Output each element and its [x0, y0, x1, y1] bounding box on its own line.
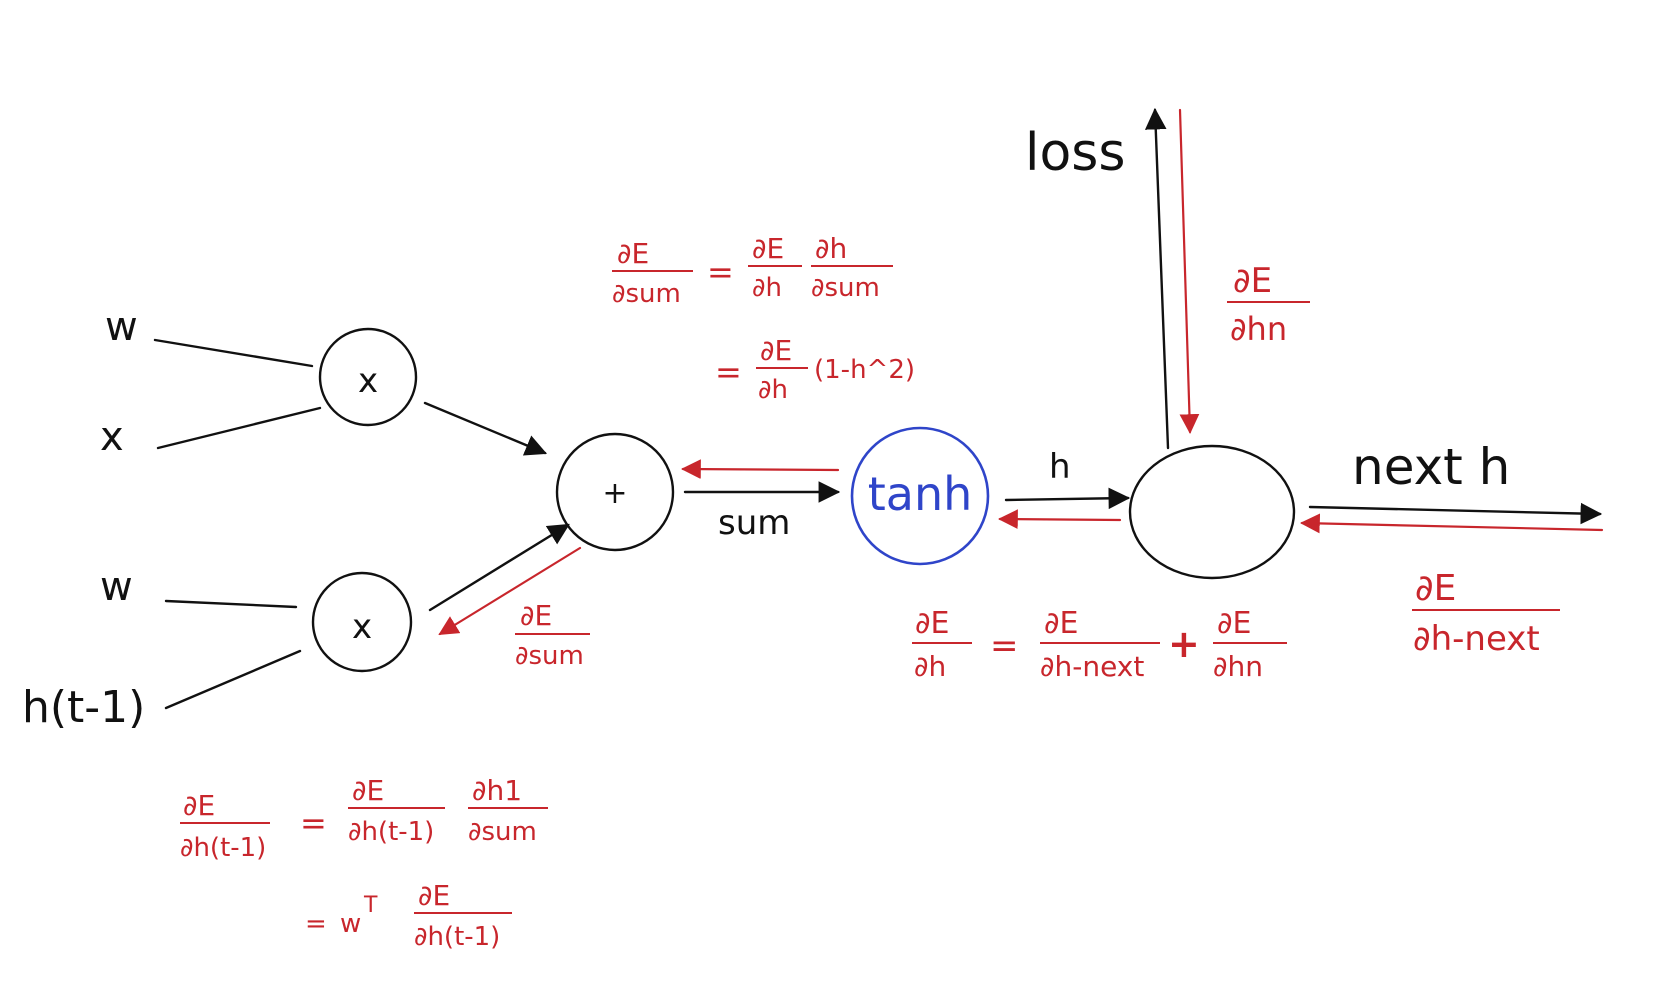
loss-label: loss [1025, 123, 1125, 183]
frac-den: ∂h-next [1413, 619, 1540, 659]
input-w-bottom: w [100, 564, 133, 610]
one-minus-h-squared: (1-h^2) [814, 355, 915, 385]
rhs2-num: ∂h [815, 232, 847, 265]
frac-num: ∂E [520, 599, 552, 632]
input-w-top: w [105, 304, 138, 350]
frac-num: ∂E [1233, 261, 1272, 301]
edge-w-to-mult-top [153, 338, 314, 368]
equals: = [990, 626, 1019, 666]
rhs1-den: ∂h [752, 273, 782, 303]
edge-label-h: h [1049, 447, 1071, 487]
rhs2-den: ∂sum [811, 273, 880, 303]
next-h-label: next h [1352, 438, 1510, 496]
rhs1-num: ∂E [752, 232, 784, 265]
rhs3-den: ∂h [758, 375, 788, 405]
grad-arrow-split-to-tanh [998, 509, 1122, 530]
lhs-num: ∂E [915, 606, 949, 641]
edge-split-to-loss [1144, 107, 1170, 450]
lhs-den: ∂sum [612, 279, 681, 309]
edge-w-to-mult-bottom [164, 599, 298, 609]
tanh-label: tanh [868, 467, 973, 521]
input-h-prev: h(t-1) [22, 682, 145, 733]
rhs1-num: ∂E [352, 774, 384, 807]
rhs1-den: ∂h(t-1) [348, 817, 434, 847]
edge-tanh-to-split [1004, 487, 1131, 510]
rhs1-num: ∂E [1044, 606, 1078, 641]
mult-top-symbol: x [358, 361, 378, 401]
add-node: + [555, 432, 675, 552]
equals-1: = [300, 804, 327, 842]
eq-dE-dsum: ∂E ∂sum = ∂E ∂h ∂h ∂sum = ∂E ∂h (1-h^2) [612, 232, 915, 405]
input-x: x [100, 414, 124, 460]
plus: + [1168, 622, 1200, 666]
edge-x-to-mult-top [156, 406, 322, 450]
rhs2-den: ∂sum [468, 817, 537, 847]
edge-mult-bottom-to-add [428, 523, 570, 612]
frac-den: ∂sum [515, 641, 584, 671]
rhs2-den: ∂hn [1213, 650, 1263, 683]
w-symbol: w [340, 909, 361, 939]
rhs1-den: ∂h-next [1040, 650, 1144, 683]
lhs-num: ∂E [617, 237, 649, 270]
rhs3-den: ∂h(t-1) [414, 922, 500, 952]
lhs-num: ∂E [183, 789, 215, 822]
mult-bottom-symbol: x [352, 607, 372, 647]
grad-arrow-loss-to-split [1178, 108, 1200, 434]
edge-hprev-to-mult-bottom [164, 649, 302, 710]
tanh-node: tanh [850, 426, 990, 566]
equals-2: = [305, 909, 327, 939]
edge-mult-top-to-add [423, 401, 547, 456]
frac-den: ∂hn [1230, 310, 1287, 348]
transpose-sup: T [363, 893, 378, 918]
rhs2-num: ∂h1 [472, 774, 522, 807]
rhs2-num: ∂E [1217, 606, 1251, 641]
edge-label-sum: sum [718, 503, 790, 543]
grad-arrow-next-h-to-split [1300, 513, 1604, 534]
rhs3-num: ∂E [760, 334, 792, 367]
eq-dE-dh: ∂E ∂h = ∂E ∂h-next + ∂E ∂hn [912, 606, 1287, 683]
grad-arrow-add-to-mult-bottom [438, 546, 582, 636]
grad-arrow-tanh-to-add [681, 459, 840, 480]
frac-num: ∂E [1415, 568, 1456, 609]
mult-node-bottom: x [311, 571, 413, 673]
lhs-den: ∂h(t-1) [180, 833, 266, 863]
grad-dE-dsum-short: ∂E ∂sum [515, 599, 590, 671]
rhs3-num: ∂E [418, 879, 450, 912]
equals-2: = [715, 353, 742, 391]
add-symbol: + [602, 476, 627, 511]
split-node [1128, 444, 1296, 580]
grad-dE-dh-next: ∂E ∂h-next [1412, 568, 1560, 659]
grad-dE-dhn-loss: ∂E ∂hn [1227, 261, 1310, 348]
equals-1: = [707, 253, 734, 291]
edge-split-to-next-h [1308, 502, 1603, 525]
mult-node-top: x [318, 327, 418, 427]
lhs-den: ∂h [914, 650, 946, 683]
eq-dE-dh-prev: ∂E ∂h(t-1) = ∂E ∂h(t-1) ∂h1 ∂sum = w T ∂… [180, 774, 548, 952]
